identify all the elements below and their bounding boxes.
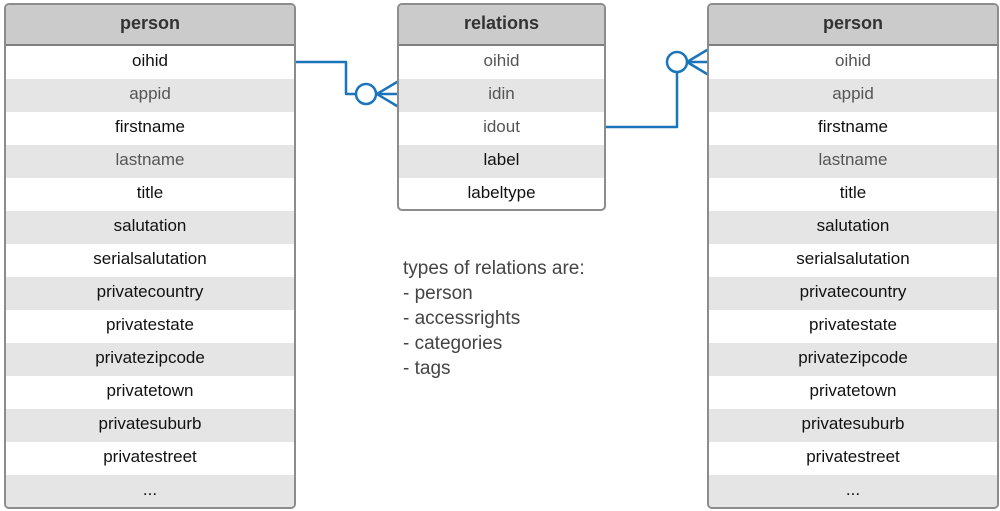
field-row: firstname: [818, 117, 888, 136]
connector-relations-to-right-person: [604, 48, 709, 129]
field-row: salutation: [6, 211, 294, 244]
field-row: appid: [6, 79, 294, 112]
field-row: serialsalutation: [796, 249, 910, 268]
note-item: - person: [403, 283, 473, 304]
entity-title: person: [6, 5, 294, 46]
field-row: privatesuburb: [6, 409, 294, 442]
field-row: appid: [709, 79, 997, 112]
relations-entity[interactable]: relations oihid idin idout label labelty…: [397, 3, 606, 211]
field-row: privatezipcode: [709, 343, 997, 376]
field-row: oihid: [483, 51, 520, 70]
field-row: privatestreet: [806, 447, 900, 466]
field-row: oihid: [835, 51, 871, 70]
field-row: privatestate: [809, 315, 897, 334]
person-entity-left[interactable]: person oihid appid firstname lastname ti…: [4, 3, 296, 509]
person-entity-right[interactable]: person oihid appid firstname lastname ti…: [707, 3, 999, 509]
field-row: idout: [483, 117, 520, 136]
note-heading: types of relations are:: [403, 258, 585, 279]
field-row: labeltype: [467, 183, 536, 202]
field-row: privatetown: [809, 381, 897, 400]
relation-types-note: types of relations are: - person - acces…: [403, 256, 585, 381]
field-row: privatecountry: [709, 277, 997, 310]
field-row: lastname: [709, 145, 997, 178]
field-row: salutation: [709, 211, 997, 244]
field-row: serialsalutation: [93, 249, 207, 268]
field-row-ellipsis: ...: [709, 475, 997, 507]
field-row: privatesuburb: [709, 409, 997, 442]
field-row: privatezipcode: [6, 343, 294, 376]
note-item: - accessrights: [403, 308, 521, 329]
note-item: - tags: [403, 358, 451, 379]
field-row: privatestreet: [103, 447, 197, 466]
field-row: lastname: [6, 145, 294, 178]
field-row-ellipsis: ...: [6, 475, 294, 507]
field-row: privatetown: [106, 381, 194, 400]
field-row: title: [136, 183, 164, 202]
field-row: firstname: [115, 117, 185, 136]
entity-title: relations: [399, 5, 604, 46]
field-row: privatestate: [106, 315, 194, 334]
field-row: label: [399, 145, 604, 178]
field-row: idin: [399, 79, 604, 112]
field-row: privatecountry: [6, 277, 294, 310]
field-row: title: [839, 183, 867, 202]
field-row: oihid: [132, 51, 168, 70]
entity-title: person: [709, 5, 997, 46]
note-item: - categories: [403, 333, 503, 354]
connector-left-person-to-relations: [294, 60, 399, 108]
